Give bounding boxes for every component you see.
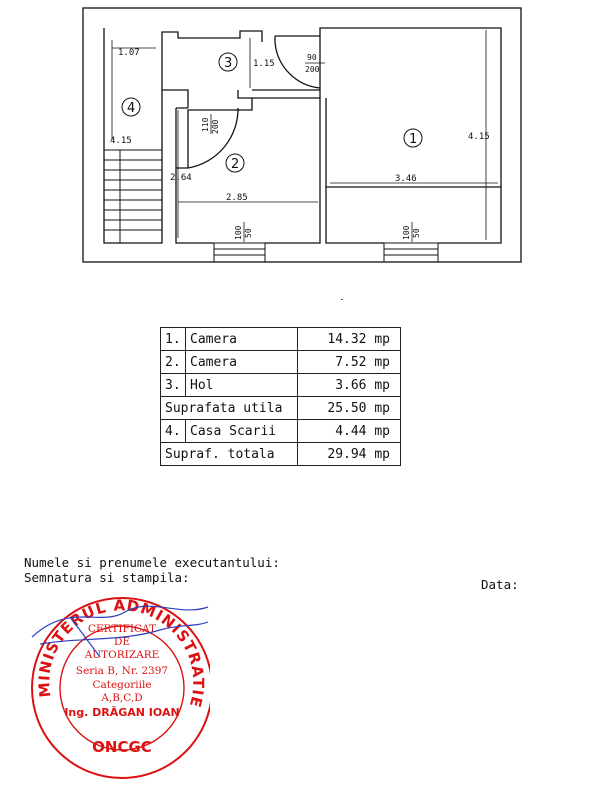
room-area: 7.52 mp — [297, 350, 401, 374]
room-2-marker — [225, 153, 245, 173]
dim-2-64: 2.64 — [170, 173, 192, 183]
door-90-top: 90 — [307, 53, 317, 62]
stamp-line-5: Categoriile — [92, 679, 151, 691]
row-number: 3. — [160, 373, 186, 397]
dim-4-15-left: 4.15 — [110, 136, 132, 146]
total-label: Supraf. totala — [160, 442, 298, 466]
dim-1-15: 1.15 — [253, 59, 275, 69]
area-table: 1. Camera 14.32 mp 2. Camera 7.52 mp 3. … — [160, 327, 401, 466]
window-a-top: 100 — [234, 225, 243, 240]
stamp-line-2: DE — [114, 636, 130, 648]
dim-4-15-right: 4.15 — [468, 132, 490, 142]
table-row: 3. Hol 3.66 mp — [160, 373, 401, 397]
date-label: Data: — [481, 577, 519, 592]
room-2-label: 2 — [231, 157, 239, 172]
total-value: 29.94 mp — [297, 442, 401, 466]
room-area: 3.66 mp — [297, 373, 401, 397]
window-b-top: 100 — [402, 225, 411, 240]
stamp-line-6: A,B,C,D — [100, 692, 142, 704]
plan-wall-hall — [162, 36, 327, 187]
subtotal-label: Suprafata utila — [160, 396, 298, 420]
room-name: Camera — [185, 350, 298, 374]
room-4-marker — [121, 97, 141, 117]
table-row: 2. Camera 7.52 mp — [160, 350, 401, 374]
stamp-line-3: AUTORIZARE — [84, 649, 160, 661]
stamp-outer-ring — [31, 597, 210, 779]
handwritten-signature — [31, 605, 209, 658]
scan-dot — [341, 299, 343, 300]
table-row: 4. Casa Scarii 4.44 mp — [160, 419, 401, 443]
stamp-inner-ring — [59, 625, 185, 751]
entrance-steps-right — [383, 242, 439, 263]
signature-label: Semnatura si stampila: — [24, 570, 190, 585]
window-a-bottom: 50 — [244, 228, 253, 238]
room-3-marker — [218, 52, 238, 72]
floor-plan: 1.07 1.15 4.15 4.15 2.64 2.85 3.46 90 20… — [82, 7, 522, 300]
room-3-label: 3 — [224, 56, 232, 71]
dim-3-46: 3.46 — [395, 174, 417, 184]
executant-label: Numele si prenumele executantului: — [24, 555, 280, 570]
dim-1-07: 1.07 — [118, 48, 140, 58]
window-b-bottom: 50 — [412, 228, 421, 238]
room-name: Hol — [185, 373, 298, 397]
stamp-line-4: Seria B, Nr. 2397 — [76, 665, 168, 677]
room-name: Camera — [185, 327, 298, 351]
room-4-label: 4 — [127, 101, 135, 116]
dim-2-85: 2.85 — [226, 193, 248, 203]
dimension-lines — [111, 30, 498, 240]
stamp-line-7: Ing. DRĂGAN IOAN — [64, 706, 179, 719]
door-110-bottom: 200 — [211, 119, 220, 134]
door-arc-110 — [187, 107, 239, 169]
plan-wall-top-right — [275, 27, 502, 244]
subtotal-value: 25.50 mp — [297, 396, 401, 420]
room-name: Casa Scarii — [185, 419, 298, 443]
row-number: 2. — [160, 350, 186, 374]
stamp-bottom-text: ONCGC — [92, 738, 152, 756]
stamp-line-1: CERTIFICAT — [88, 623, 156, 635]
table-row: 1. Camera 14.32 mp — [160, 327, 401, 351]
row-number: 4. — [160, 419, 186, 443]
entrance-steps-left — [213, 242, 266, 263]
door-arc-90 — [274, 36, 321, 89]
staircase — [104, 149, 162, 244]
plan-outer-wall — [82, 7, 522, 263]
table-row-total: Supraf. totala 29.94 mp — [160, 442, 401, 466]
row-number: 1. — [160, 327, 186, 351]
plan-wall-room2 — [175, 90, 321, 244]
table-row-subtotal: Suprafata utila 25.50 mp — [160, 396, 401, 420]
door-110-top: 110 — [201, 117, 210, 132]
official-stamp: MINISTERUL ADMINISTRATIEI PUBLICE CERTIF… — [30, 582, 210, 779]
room-area: 4.44 mp — [297, 419, 401, 443]
room-area: 14.32 mp — [297, 327, 401, 351]
room-1-label: 1 — [409, 132, 417, 147]
room-1-marker — [403, 128, 423, 148]
door-90-bottom: 200 — [305, 65, 320, 74]
